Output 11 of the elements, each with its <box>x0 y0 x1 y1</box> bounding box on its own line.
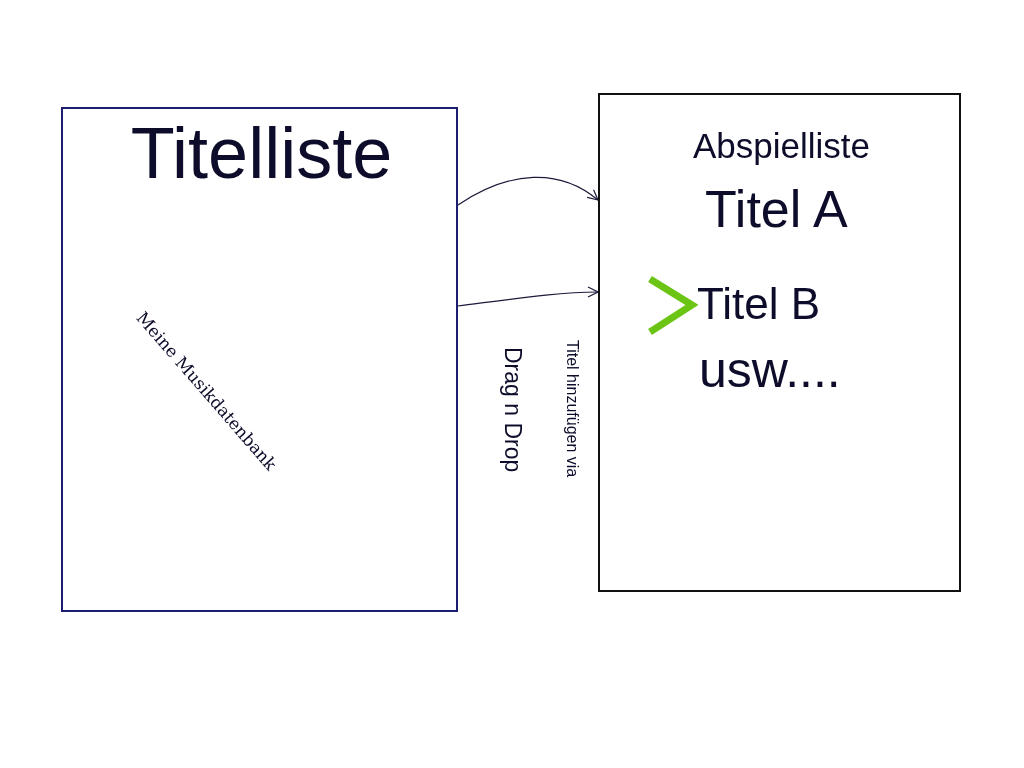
list-item: Titel B <box>697 282 821 326</box>
arrow <box>457 176 599 206</box>
list-item: usw.... <box>699 345 841 395</box>
list-heading: Titelliste <box>129 117 394 189</box>
arrow <box>457 286 599 307</box>
list-panel <box>598 93 961 592</box>
list-heading: Abspielliste <box>691 128 871 163</box>
vertical-note: Drag n Drop <box>501 347 525 473</box>
list-panel <box>61 107 458 612</box>
vertical-note: Titel hinzufügen via <box>564 340 581 478</box>
list-item: Titel A <box>705 183 848 235</box>
